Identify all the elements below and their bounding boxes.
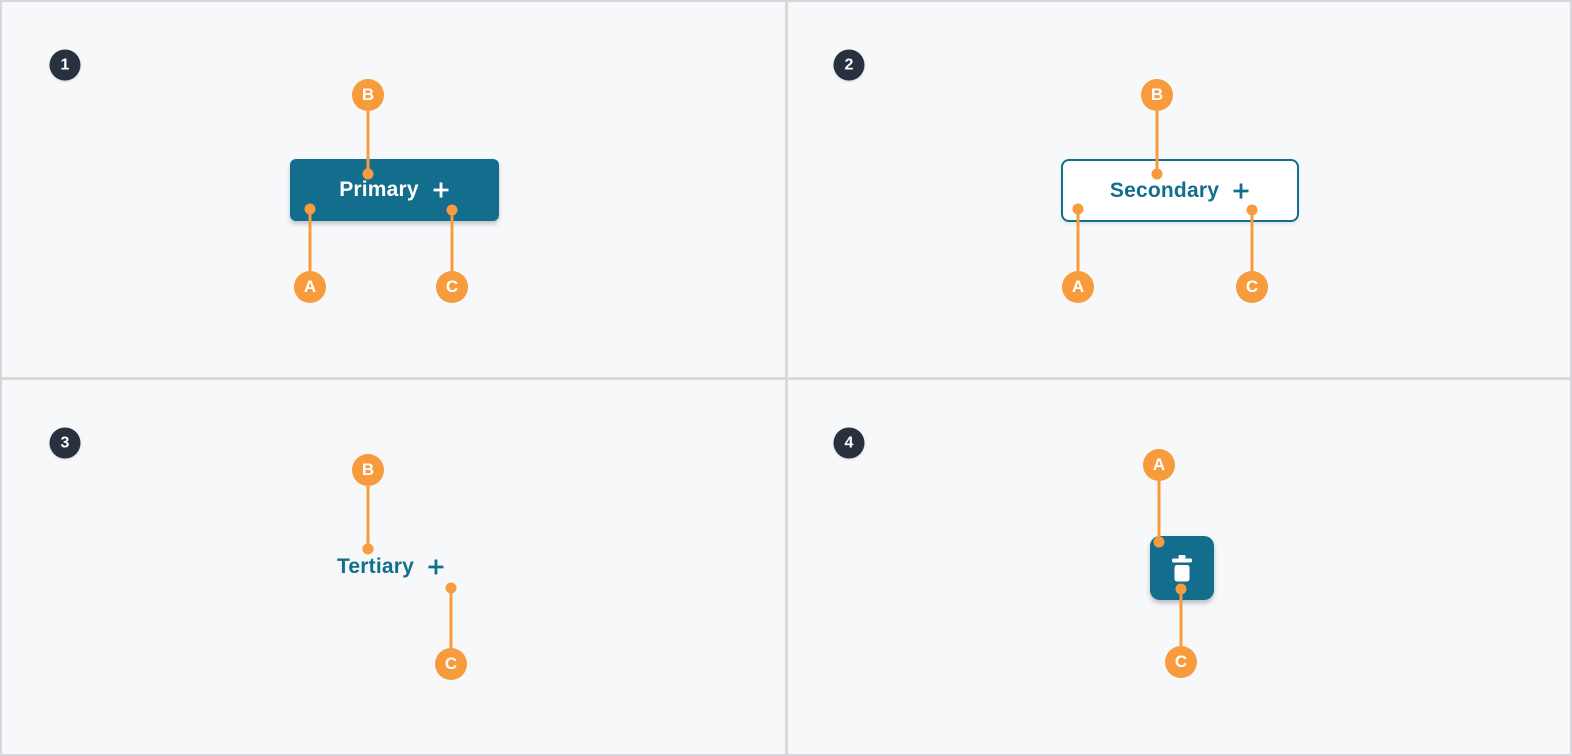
step-badge-2: 2 — [833, 49, 865, 81]
primary-button-label: Primary — [339, 178, 419, 201]
marker-c-circle: C — [435, 648, 467, 680]
secondary-button[interactable]: Secondary — [1061, 159, 1299, 222]
step-badge-3: 3 — [49, 427, 81, 459]
marker-c-line — [450, 210, 454, 271]
marker-a-circle: A — [1143, 449, 1175, 481]
marker-b-line — [1155, 111, 1159, 174]
trash-icon — [1170, 554, 1194, 582]
marker-a-circle: A — [294, 271, 326, 303]
marker-c-circle: C — [1236, 271, 1268, 303]
marker-b-line — [366, 111, 370, 174]
panel-secondary-button: 2 Secondary B A C — [788, 2, 1570, 377]
step-badge-2-number: 2 — [844, 56, 854, 73]
primary-button[interactable]: Primary — [290, 159, 499, 221]
step-badge-4-number: 4 — [844, 434, 854, 451]
marker-c-circle: C — [436, 271, 468, 303]
marker-c-line — [1179, 589, 1183, 646]
marker-a-dot — [1072, 203, 1084, 215]
plus-icon — [1232, 182, 1250, 200]
marker-c-dot — [446, 204, 458, 216]
panel-icon-button: 4 A C — [788, 380, 1570, 754]
step-badge-1: 1 — [49, 49, 81, 81]
marker-b-circle: B — [352, 454, 384, 486]
plus-icon — [432, 181, 450, 199]
tertiary-button[interactable]: Tertiary — [337, 547, 445, 587]
marker-c-dot — [1246, 204, 1258, 216]
marker-a-line — [1076, 209, 1080, 271]
marker-b-dot — [1151, 168, 1163, 180]
tertiary-button-label: Tertiary — [336, 555, 415, 578]
marker-a-line — [308, 209, 312, 271]
marker-c-line — [449, 588, 453, 648]
marker-a-dot — [304, 203, 316, 215]
secondary-button-label: Secondary — [1109, 178, 1220, 202]
marker-c-dot — [445, 582, 457, 594]
panel-primary-button: 1 Primary B A C — [2, 2, 785, 377]
marker-b-dot — [362, 543, 374, 555]
marker-a-circle: A — [1062, 271, 1094, 303]
marker-b-dot — [362, 168, 374, 180]
step-badge-1-number: 1 — [60, 56, 70, 73]
marker-a-dot — [1153, 536, 1165, 548]
marker-b-circle: B — [352, 79, 384, 111]
marker-c-circle: C — [1165, 646, 1197, 678]
marker-b-circle: B — [1141, 79, 1173, 111]
marker-b-line — [366, 486, 370, 549]
step-badge-3-number: 3 — [60, 434, 70, 451]
plus-icon — [427, 558, 445, 576]
marker-c-line — [1250, 210, 1254, 271]
panel-tertiary-button: 3 Tertiary B C — [2, 380, 785, 754]
step-badge-4: 4 — [833, 427, 865, 459]
marker-a-line — [1157, 481, 1161, 542]
marker-c-dot — [1175, 583, 1187, 595]
